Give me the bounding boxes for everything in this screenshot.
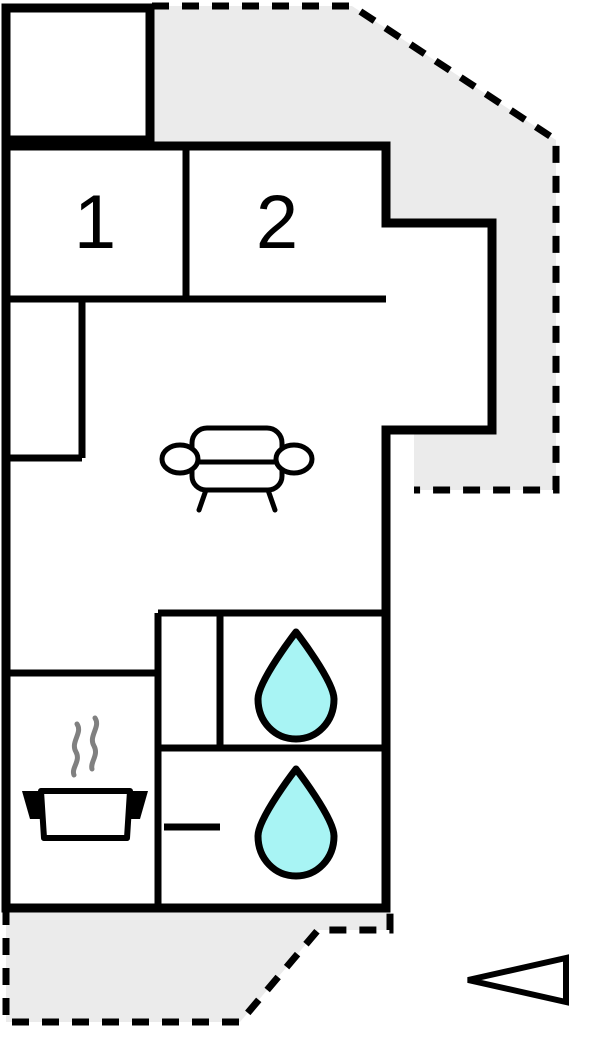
pot-body — [38, 788, 133, 841]
terrace-lower-fill — [6, 908, 390, 1022]
water-drop-upper-shape — [254, 628, 338, 743]
water-drop-icon-lower — [254, 765, 338, 880]
terrace-lower-boundary — [2, 908, 394, 1026]
outer-walls — [1, 3, 497, 913]
sofa-leg-left — [196, 487, 209, 513]
terrace-upper-fill — [150, 6, 556, 490]
north-arrow-icon — [467, 954, 569, 1006]
terrace-upper-boundary — [152, 2, 560, 494]
steam-line-left — [70, 721, 82, 778]
sofa-arm-right — [273, 442, 315, 476]
terrace-lower — [2, 908, 394, 1026]
sofa-seat — [189, 459, 285, 493]
steam-line-right — [89, 715, 100, 772]
sofa-arm-left — [159, 442, 201, 476]
sofa-backrest — [189, 425, 285, 465]
sofa-icon — [159, 425, 315, 513]
interior-walls — [6, 146, 386, 908]
room-number-2: 2 — [256, 180, 298, 265]
wall-building-outline — [1, 141, 497, 913]
water-drop-lower-shape — [254, 765, 338, 880]
room-fill-main — [6, 146, 386, 908]
room-number-labels: 1 2 — [74, 180, 298, 265]
sofa-leg-right — [265, 487, 278, 513]
stove-steam — [70, 715, 100, 778]
terrace-upper — [150, 2, 560, 494]
room-fill-entry — [6, 8, 150, 140]
north-arrow-triangle — [467, 954, 569, 1006]
water-drop-icon-upper — [254, 628, 338, 743]
interior-fills — [6, 8, 492, 908]
wall-entry-box — [1, 3, 155, 145]
room-number-1: 1 — [74, 180, 116, 265]
stove-icon — [22, 715, 148, 841]
room-fill-alcove — [386, 223, 492, 430]
